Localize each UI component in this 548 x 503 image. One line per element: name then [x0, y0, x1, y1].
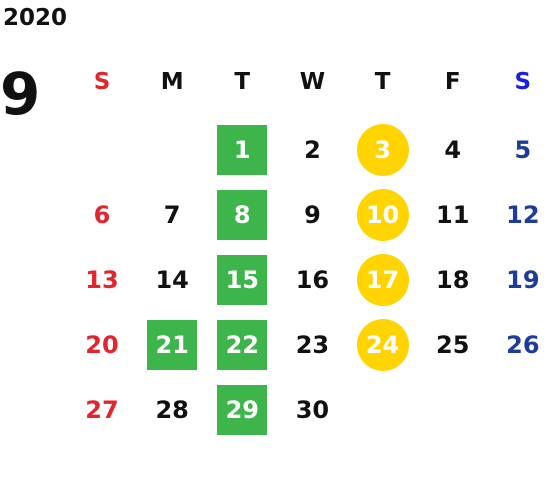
day-cell-13: 13 [85, 266, 119, 294]
weekday-tuesday: T [234, 69, 251, 95]
day-cell-3: 3 [356, 124, 409, 176]
day-cell-20: 20 [85, 331, 119, 359]
day-cell-24: 24 [356, 319, 409, 371]
day-cell-1: 1 [217, 125, 268, 175]
weekday-thursday: T [374, 69, 391, 95]
day-cell-14: 14 [155, 266, 189, 294]
day-cell-5: 5 [514, 136, 532, 164]
calendar-year: 2020 [3, 5, 68, 31]
day-cell-28: 28 [155, 396, 189, 424]
calendar-month: 9 [0, 60, 41, 128]
weekday-wednesday: W [299, 69, 326, 95]
day-cell-18: 18 [436, 266, 470, 294]
day-cell-25: 25 [436, 331, 470, 359]
day-cell-21: 21 [147, 320, 198, 370]
weekday-friday: F [444, 69, 461, 95]
day-cell-26: 26 [506, 331, 540, 359]
day-cell-2: 2 [304, 136, 321, 164]
weekday-monday: M [160, 69, 184, 95]
day-cell-11: 11 [436, 201, 470, 229]
day-cell-15: 15 [217, 255, 268, 305]
day-cell-23: 23 [295, 331, 330, 359]
day-cell-4: 4 [444, 136, 462, 164]
weekday-sunday: S [93, 69, 111, 95]
day-cell-29: 29 [217, 385, 268, 435]
day-cell-27: 27 [85, 396, 119, 424]
day-cell-16: 16 [295, 266, 330, 294]
day-cell-12: 12 [506, 201, 540, 229]
weekday-header-row: S M T W T F S [77, 57, 548, 107]
day-cell-10: 10 [356, 189, 409, 241]
empty-day-cell [77, 125, 127, 175]
day-cell-19: 19 [506, 266, 540, 294]
day-cell-22: 22 [217, 320, 268, 370]
day-cell-9: 9 [304, 201, 321, 229]
day-cell-17: 17 [356, 254, 409, 306]
day-cell-30: 30 [295, 396, 330, 424]
day-cell-8: 8 [217, 190, 268, 240]
empty-day-cell [358, 385, 408, 435]
empty-day-cell [147, 125, 197, 175]
day-cell-6: 6 [93, 201, 111, 229]
day-cell-7: 7 [163, 201, 181, 229]
empty-day-cell [498, 385, 548, 435]
empty-day-cell [428, 385, 478, 435]
weekday-saturday: S [514, 69, 532, 95]
